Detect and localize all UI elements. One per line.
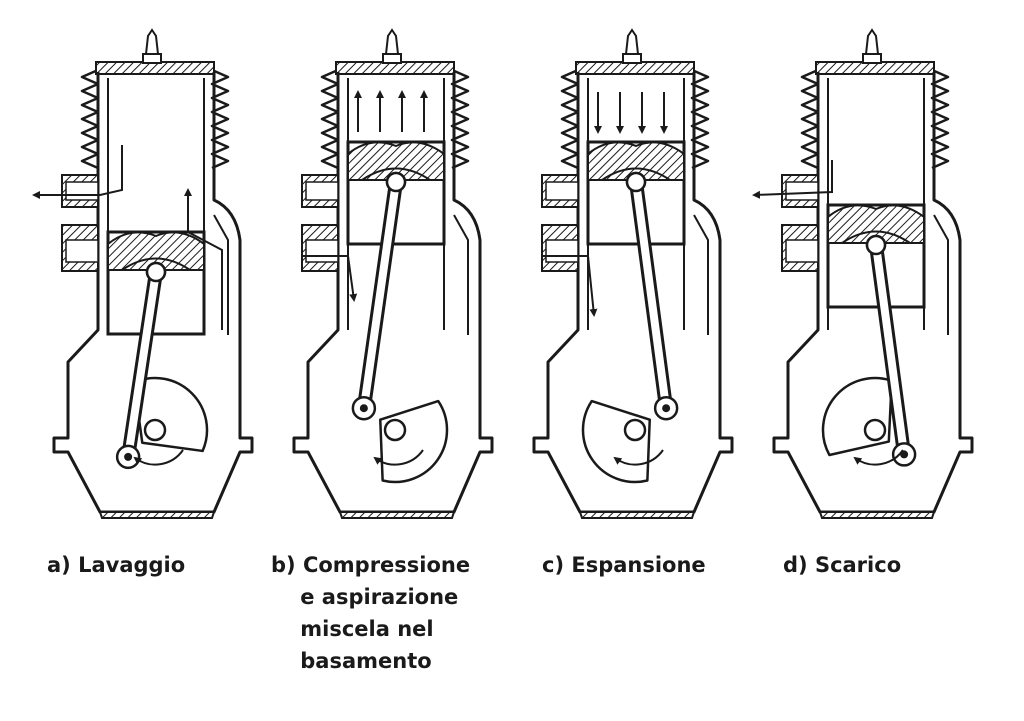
exhaust-flow-arrow [32, 145, 123, 199]
exhaust-port-opening [785, 181, 819, 201]
cooling-fins-right [930, 68, 950, 170]
rotation-arrow [613, 449, 664, 466]
crankcase-outline [532, 72, 734, 514]
piston-inner [601, 167, 671, 181]
transfer-flow-arrow [184, 188, 223, 330]
rotation-arrow [133, 449, 184, 466]
connecting-rod [872, 241, 909, 459]
engine-stage-c [532, 28, 734, 519]
caption-lavaggio: a) Lavaggio [47, 553, 186, 577]
cooling-fins-left [320, 68, 340, 170]
spark-plug-base [142, 53, 162, 64]
wrist-pin-top [145, 261, 167, 283]
crankcase-base [818, 511, 936, 519]
spark-plug [384, 28, 400, 55]
engine-stage-a [32, 28, 254, 519]
piston-crown [107, 231, 205, 271]
connecting-rod [359, 178, 400, 413]
engine-stage-b [292, 28, 494, 519]
piston-inner [121, 257, 191, 271]
exhaust-port-opening [65, 181, 99, 201]
spark-plug-base [382, 53, 402, 64]
spark-plug-base [862, 53, 882, 64]
cooling-fins-right [210, 68, 230, 170]
crankshaft [383, 418, 407, 442]
intake-port-opening [545, 239, 579, 263]
crankshaft [623, 418, 647, 442]
caption-compressione: b) Compressione e aspirazione miscela ne… [271, 553, 471, 673]
wrist-pin-top [385, 171, 407, 193]
connecting-rod [632, 178, 671, 413]
crankcase-base [98, 511, 216, 519]
rotation-arrow [373, 449, 424, 466]
piston-crown [347, 141, 445, 181]
piston-crown [587, 141, 685, 181]
crankshaft [863, 418, 887, 442]
wrist-pin-top [625, 171, 647, 193]
crankcase-outline [292, 72, 494, 514]
rotation-arrow [853, 449, 904, 466]
transfer-channel [453, 214, 469, 335]
piston-inner [361, 167, 431, 181]
cooling-fins-left [80, 68, 100, 170]
crank-pin-center [124, 452, 133, 461]
transfer-channel [693, 214, 709, 335]
caption-scarico: d) Scarico [783, 553, 902, 577]
piston-crown [827, 204, 925, 244]
wrist-pin-top [865, 234, 887, 256]
cooling-fins-right [690, 68, 710, 170]
cooling-fins-left [560, 68, 580, 170]
crank-pin-center [359, 404, 368, 413]
intake-port-opening [785, 239, 819, 263]
cooling-fins-left [800, 68, 820, 170]
spark-plug [864, 28, 880, 55]
caption-espansione: c) Espansione [542, 553, 706, 577]
spark-plug [624, 28, 640, 55]
spark-plug-base [622, 53, 642, 64]
intake-flow-arrow [302, 255, 358, 302]
cooling-fins-right [450, 68, 470, 170]
crankcase-outline [52, 72, 254, 514]
exhaust-port-opening [545, 181, 579, 201]
transfer-channel [213, 214, 229, 335]
crank-counterweight [821, 376, 893, 457]
spark-plug [144, 28, 160, 55]
transfer-channel [933, 214, 949, 335]
crankcase-outline [772, 72, 974, 514]
piston-inner [841, 230, 911, 244]
crankshaft [143, 418, 167, 442]
exhaust-port-opening [305, 181, 339, 201]
crankcase-flow-arrow [542, 255, 598, 317]
crankcase-base [338, 511, 456, 519]
intake-port-opening [65, 239, 99, 263]
engine-stage-d [752, 28, 974, 519]
crank-counterweight [379, 399, 449, 484]
exhaust-flow-arrow [752, 160, 833, 199]
intake-port-opening [305, 239, 339, 263]
connecting-rod [124, 268, 160, 461]
crank-counterweight [581, 399, 651, 484]
engine-illustrations [32, 28, 974, 519]
crankcase-base [578, 511, 696, 519]
crank-pin-center [662, 404, 671, 413]
